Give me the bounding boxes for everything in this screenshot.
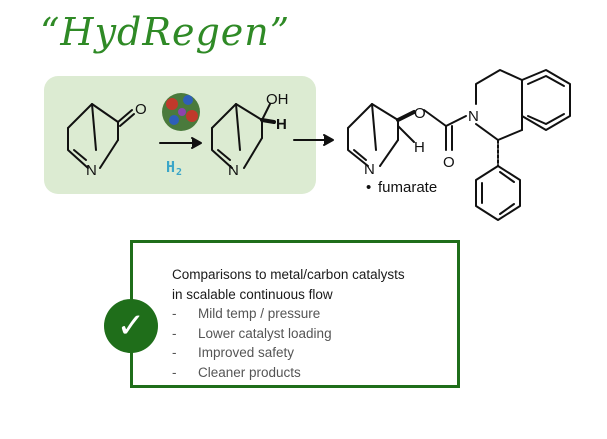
- product-ester-oxygen-label: O: [414, 105, 426, 122]
- list-item: -Lower catalyst loading: [172, 325, 332, 341]
- quinuclidinone-structure: [67, 103, 135, 169]
- reaction-panel: [44, 76, 316, 194]
- product-carbonyl-oxygen-label: O: [443, 154, 455, 171]
- alcohol-nitrogen-label: N: [228, 162, 239, 179]
- summary-heading-line-2: in scalable continuous flow: [172, 286, 333, 302]
- reagent-h2-label: H: [166, 158, 175, 176]
- product-h-label: H: [414, 139, 425, 156]
- salt-label: fumarate: [378, 179, 437, 196]
- salt-bullet: •: [366, 179, 371, 196]
- list-item: -Improved safety: [172, 345, 295, 360]
- product-quinuclidine-nitrogen-label: N: [364, 161, 375, 178]
- product-amide-nitrogen-label: N: [468, 108, 479, 125]
- summary-text: Comparisons to metal/carbon catalysts in…: [172, 265, 405, 382]
- check-badge: ✓: [104, 299, 158, 353]
- reagent-h2-subscript: 2: [176, 167, 182, 178]
- list-item: -Mild temp / pressure: [172, 306, 321, 321]
- quinuclidinol-structure: [211, 103, 271, 169]
- list-item: -Cleaner products: [172, 364, 301, 380]
- ketone-oxygen-label: O: [135, 101, 147, 118]
- ketone-nitrogen-label: N: [86, 162, 97, 179]
- diagram-title: “HydRegen”: [40, 10, 291, 54]
- product-structure: [347, 69, 571, 221]
- summary-heading-line-1: Comparisons to metal/carbon catalysts: [172, 267, 405, 282]
- checkmark-icon: ✓: [116, 306, 146, 346]
- alcohol-oh-label: OH: [266, 91, 289, 108]
- catalyst-particle-icon: [162, 93, 200, 131]
- alcohol-h-label: H: [276, 116, 287, 133]
